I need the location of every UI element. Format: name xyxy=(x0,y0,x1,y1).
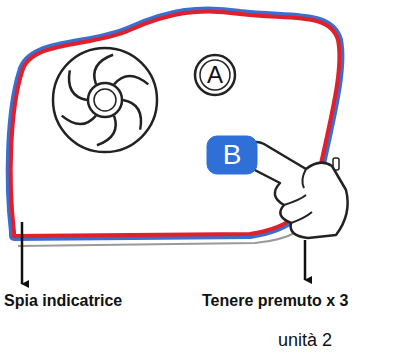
caption: unità 2 xyxy=(278,330,332,351)
wheel-hub xyxy=(88,83,122,117)
wheel-blade xyxy=(94,55,113,85)
wheel-blade xyxy=(62,116,96,124)
button-a: A xyxy=(195,55,235,95)
wheel-blade xyxy=(69,70,87,100)
callout-label: Spia indicatrice xyxy=(4,292,122,310)
leader-line xyxy=(304,240,307,280)
button-ring xyxy=(200,60,230,90)
button-outline xyxy=(207,136,257,174)
hand xyxy=(242,142,347,238)
callout-label: Tenere premuto x 3 xyxy=(202,292,348,310)
indicator-light xyxy=(11,11,340,236)
wheel-blade xyxy=(123,100,141,130)
wheel-rim xyxy=(53,48,157,152)
button-letter: A xyxy=(207,63,223,87)
button-letter: B xyxy=(223,141,242,169)
hand-crease xyxy=(284,169,312,223)
wheel-blade xyxy=(97,116,116,146)
wheel-hub-inner xyxy=(94,89,116,111)
button-b: B xyxy=(207,136,257,174)
wheel-blade xyxy=(114,76,148,84)
device-body xyxy=(11,11,340,236)
button-outline xyxy=(195,55,235,95)
wheel-blades xyxy=(62,55,149,146)
leader-line xyxy=(21,222,24,284)
